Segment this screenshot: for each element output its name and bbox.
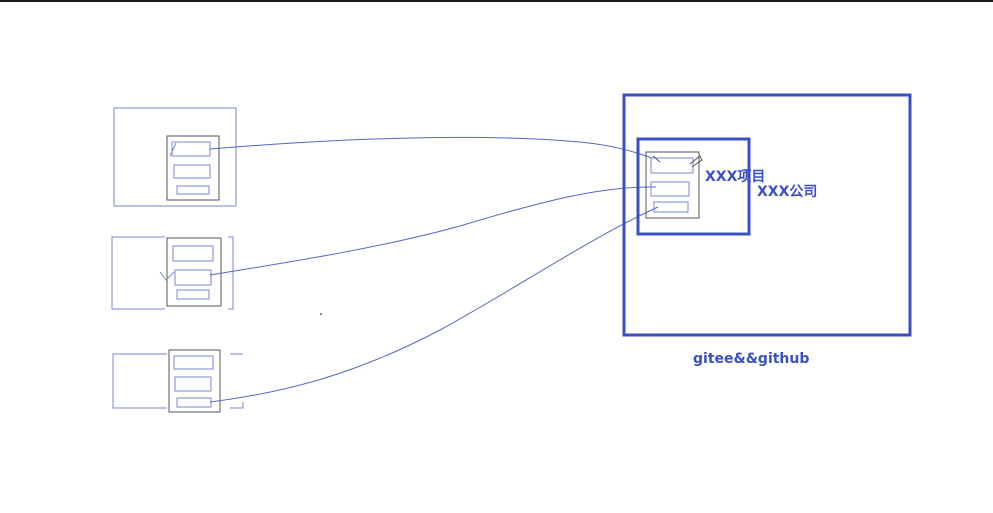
local-client-2-file-1 (172, 245, 214, 262)
remote-repo-tick (652, 155, 661, 163)
remote-repo-file-2 (650, 181, 690, 197)
local-client-1 (113, 107, 237, 207)
local-client-2-frame-left (111, 236, 165, 310)
local-client-2 (111, 236, 234, 310)
local-client-1-file-2 (173, 164, 211, 179)
remote-platform (622, 93, 912, 337)
local-client-3-repo (168, 349, 221, 413)
connection-client-3 (209, 206, 659, 403)
local-client-2-file-2 (174, 269, 212, 286)
local-client-3-frame-right (230, 353, 244, 409)
remote-repo (645, 151, 700, 219)
top-edge-bar (0, 0, 993, 2)
local-client-3-frame-left (112, 353, 167, 409)
connections (209, 136, 659, 403)
connection-client-2 (209, 186, 657, 276)
local-client-2-repo (166, 237, 222, 307)
local-client-1-file-1 (171, 141, 211, 157)
local-client-3 (112, 349, 244, 413)
local-client-2-frame-right (228, 236, 234, 310)
stray-dot (320, 313, 322, 315)
company-box (622, 93, 912, 337)
local-client-1-tick (169, 142, 177, 157)
remote-repo-file-1 (650, 157, 694, 174)
pencil-icon (689, 155, 703, 168)
company-label: XXX公司 (757, 184, 817, 200)
local-client-3-file-1 (173, 355, 214, 370)
local-client-1-repo (166, 135, 220, 201)
platform-label: gitee&&github (693, 351, 809, 367)
local-client-2-file-3 (176, 289, 210, 300)
remote-repo-file-3 (653, 201, 689, 213)
local-client-3-file-2 (174, 376, 212, 392)
local-client-3-file-3 (176, 397, 212, 408)
project-label: XXX项目 (705, 169, 765, 185)
connection-client-1 (209, 136, 653, 159)
project-box (636, 137, 751, 236)
local-client-2-tick (159, 271, 175, 281)
local-client-1-frame (113, 107, 237, 207)
local-client-1-file-3 (176, 185, 210, 195)
